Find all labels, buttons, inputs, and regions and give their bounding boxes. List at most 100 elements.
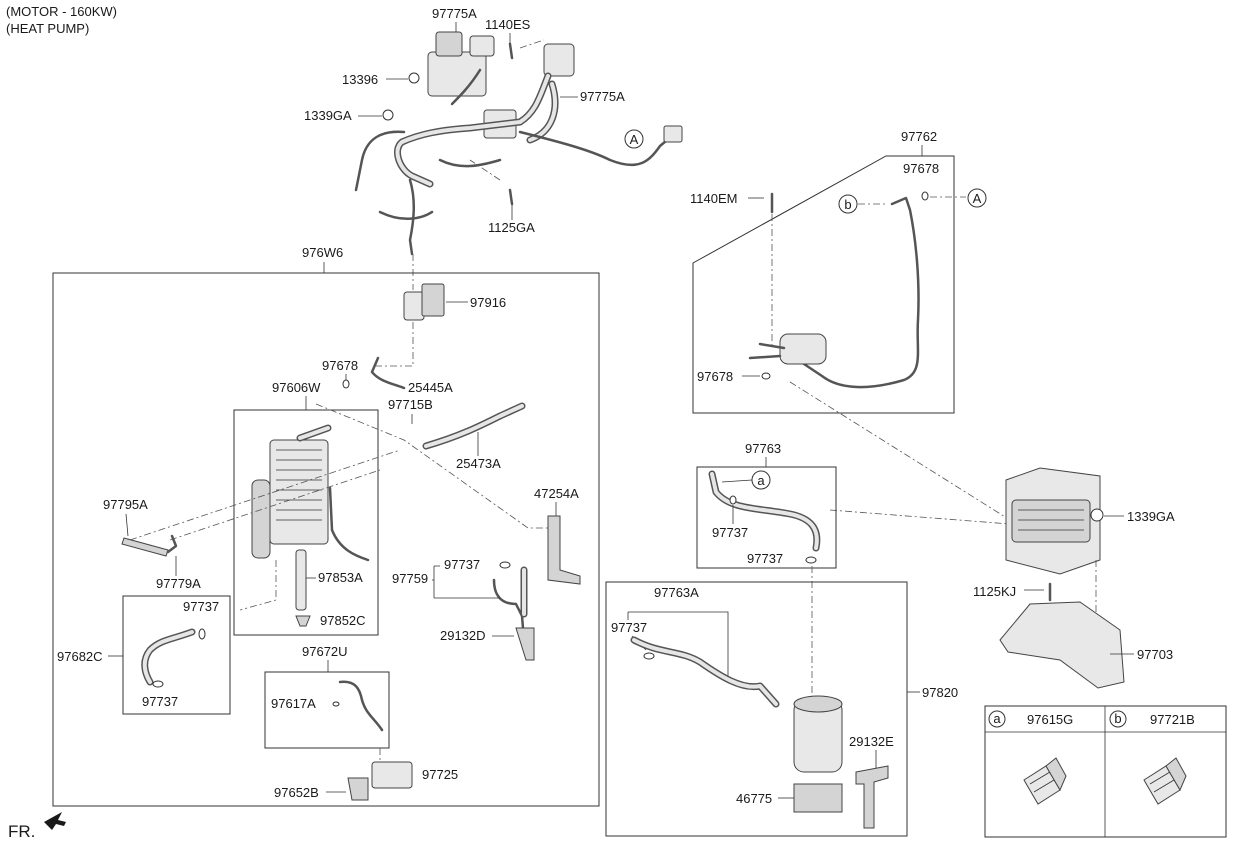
sensor-97721B-icon xyxy=(1143,757,1187,805)
hose-97759 xyxy=(492,578,526,642)
label-29132E: 29132E xyxy=(849,734,894,749)
label-1140ES: 1140ES xyxy=(485,17,531,32)
callout-A-top xyxy=(624,129,644,149)
label-97678-low: 97678 xyxy=(697,369,733,384)
oring-97737-a-icon xyxy=(499,561,511,569)
label-97725: 97725 xyxy=(422,767,458,782)
front-arrow-icon xyxy=(44,812,66,830)
bracket-29132E xyxy=(855,765,889,829)
label-97795A: 97795A xyxy=(103,497,148,512)
oring-97678-mid-icon xyxy=(342,379,350,389)
label-97763: 97763 xyxy=(745,441,781,456)
legend-key-a-text: a xyxy=(993,711,1001,726)
bolt-1125GA-icon xyxy=(508,188,514,206)
label-13396: 13396 xyxy=(342,72,378,87)
callout-A-right xyxy=(967,188,987,208)
label-97737-b: 97737 xyxy=(183,599,219,614)
label-97763A: 97763A xyxy=(654,585,699,600)
label-29132D: 29132D xyxy=(440,628,486,643)
label-97652B: 97652B xyxy=(274,785,319,800)
label-97737-d: 97737 xyxy=(712,525,748,540)
label-97703: 97703 xyxy=(1137,647,1173,662)
oring-97617A-icon xyxy=(332,701,340,707)
label-47254A: 47254A xyxy=(534,486,579,501)
plug-97852C-icon xyxy=(295,615,311,627)
label-97779A: 97779A xyxy=(156,576,201,591)
label-97737-c: 97737 xyxy=(142,694,178,709)
label-97672U: 97672U xyxy=(302,644,348,659)
part-receiver-drier xyxy=(748,333,827,365)
bolt-1140ES-icon xyxy=(508,42,514,60)
legend-part-a: 97615G xyxy=(1027,712,1073,727)
label-97775A-right: 97775A xyxy=(580,89,625,104)
callout-A-right-text: A xyxy=(973,191,982,206)
nut-1339GA-icon xyxy=(382,109,394,121)
nut-13396-icon xyxy=(408,72,420,84)
callout-A-top-text: A xyxy=(630,132,639,147)
label-97762: 97762 xyxy=(901,129,937,144)
label-1339GA-right: 1339GA xyxy=(1127,509,1175,524)
header-line-2: (HEAT PUMP) xyxy=(6,21,89,36)
legend-key-a xyxy=(988,710,1006,728)
label-25445A: 25445A xyxy=(408,380,453,395)
legend-key-b xyxy=(1109,710,1127,728)
label-1125KJ: 1125KJ xyxy=(973,584,1016,599)
bracket-97652B xyxy=(347,777,369,801)
label-97775A-top: 97775A xyxy=(432,6,477,21)
label-97916: 97916 xyxy=(470,295,506,310)
sensor-97615G-icon xyxy=(1023,757,1067,805)
label-46775: 46775 xyxy=(736,791,772,806)
label-97853A: 97853A xyxy=(318,570,363,585)
frame-97762 xyxy=(692,155,955,414)
oring-97737-f-icon xyxy=(643,652,655,660)
label-1339GA-top: 1339GA xyxy=(304,108,352,123)
frame-97606W xyxy=(233,409,379,636)
label-97759: 97759 xyxy=(392,571,428,586)
label-97820: 97820 xyxy=(922,685,958,700)
label-1140EM: 1140EM xyxy=(690,191,737,206)
label-97852C: 97852C xyxy=(320,613,366,628)
oring-97737-d-icon xyxy=(729,495,737,505)
oring-97737-e-icon xyxy=(805,556,817,564)
label-97682C: 97682C xyxy=(57,649,103,664)
part-chiller-cooler xyxy=(251,424,370,611)
callout-b xyxy=(838,194,858,214)
label-976W6: 976W6 xyxy=(302,245,343,260)
label-97678-top: 97678 xyxy=(903,161,939,176)
label-97606W: 97606W xyxy=(272,380,321,395)
label-97678-mid: 97678 xyxy=(322,358,358,373)
header-line-1: (MOTOR - 160KW) xyxy=(6,4,117,19)
oring-97678-top-icon xyxy=(921,191,929,201)
part-e-compressor xyxy=(1005,467,1101,575)
clip-97779A-icon xyxy=(166,534,178,554)
label-1125GA: 1125GA xyxy=(488,220,535,235)
bracket-97795A xyxy=(121,537,169,557)
callout-b-text: b xyxy=(844,197,851,212)
bracket-47254A xyxy=(547,515,581,585)
hose-97762 xyxy=(802,196,920,389)
label-25473A: 25473A xyxy=(456,456,501,471)
bracket-97703 xyxy=(999,601,1125,689)
label-97617A: 97617A xyxy=(271,696,316,711)
part-97725 xyxy=(371,761,413,789)
hose-97672U xyxy=(338,680,384,732)
frame-97820 xyxy=(605,581,908,837)
label-97715B: 97715B xyxy=(388,397,433,412)
callout-a-text: a xyxy=(757,473,765,488)
frame-97763 xyxy=(696,466,837,569)
direction-label: FR. xyxy=(8,822,35,841)
part-97916 xyxy=(403,283,445,321)
bracket-29132D xyxy=(515,627,535,661)
legend-table: a 97615G b 97721B xyxy=(984,705,1227,838)
oring-97737-c-icon xyxy=(152,680,164,688)
label-97737-a: 97737 xyxy=(444,557,480,572)
frame-97672U xyxy=(264,671,390,749)
frame-97682C xyxy=(122,595,231,715)
label-97737-e: 97737 xyxy=(747,551,783,566)
band-46775 xyxy=(793,783,843,813)
top-pipe-assembly xyxy=(354,31,683,290)
frame-976W6 xyxy=(52,272,600,807)
legend-key-b-text: b xyxy=(1114,711,1121,726)
